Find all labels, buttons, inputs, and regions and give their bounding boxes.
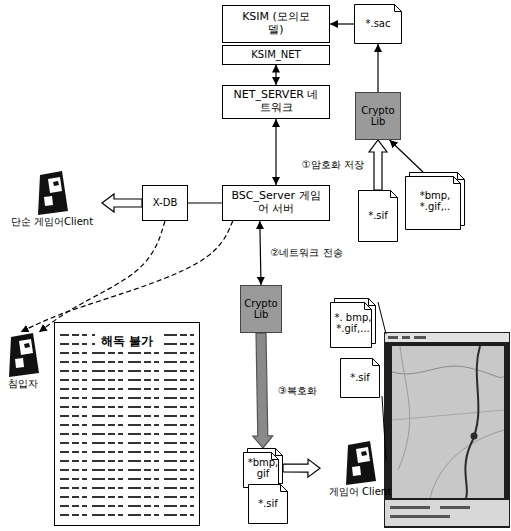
document-stack: *. bmp, *.gif,... xyxy=(330,298,376,348)
connector-path xyxy=(21,221,233,332)
connector xyxy=(260,221,261,285)
crypto-box: Crypto Lib xyxy=(355,92,401,140)
process-box: BSC_Server 게임어 서버 xyxy=(222,185,330,221)
node-label: *.sif xyxy=(258,498,278,510)
process-box: NET_SERVER 네트워크 xyxy=(222,85,330,119)
shape-outline xyxy=(54,322,200,526)
leader-line xyxy=(382,396,386,460)
process-box: X-DB xyxy=(142,185,188,221)
connector xyxy=(39,221,165,332)
document-icon: *.sif xyxy=(248,484,288,524)
node-label: *. bmp, *.gif,... xyxy=(333,312,373,335)
document-icon: *.sif xyxy=(358,190,398,242)
connector-path xyxy=(390,140,424,172)
node-label: *bmp, gif xyxy=(246,457,280,480)
edge-label: ③복호화 xyxy=(276,385,319,397)
node-label: *.sac xyxy=(365,18,390,30)
document-stack: *bmp, *.gif,.. xyxy=(405,172,465,230)
connector-path xyxy=(260,221,261,285)
connector-path xyxy=(253,333,273,448)
node-label: Crypto Lib xyxy=(359,105,397,128)
document-icon: *.sif xyxy=(340,358,380,398)
connector xyxy=(369,140,387,190)
node-label: 단순 게임어Client xyxy=(11,216,93,228)
process-box: KSIM (모의모델) xyxy=(222,5,330,43)
node-label: KSIM (모의모델) xyxy=(236,11,316,36)
connector xyxy=(21,221,233,332)
crypto-box: Crypto Lib xyxy=(240,285,282,333)
connector xyxy=(330,24,354,25)
node-label: 게임어 Client xyxy=(329,486,391,498)
connector-path xyxy=(188,202,222,203)
connector-path xyxy=(102,194,142,212)
connector-path xyxy=(377,44,378,92)
edge-label: ②네트워크 전송 xyxy=(268,247,344,259)
node-label: 침입자 xyxy=(8,378,38,390)
node-label: NET_SERVER 네트워크 xyxy=(231,89,321,114)
connector xyxy=(378,44,379,92)
node-label: Crypto Lib xyxy=(244,298,278,321)
node-label: *.sif xyxy=(368,210,388,222)
node-label: BSC_Server 게임어 서버 xyxy=(231,190,321,215)
connector-path xyxy=(275,65,276,86)
user-icon: 침입자 xyxy=(0,332,46,392)
user-icon: 게임어 Client xyxy=(320,440,400,500)
node-label: *bmp, *.gif,.. xyxy=(410,190,460,213)
node-label: *.sif xyxy=(350,372,370,384)
edge-label: ①암호화 저장 xyxy=(300,159,366,171)
connector-path xyxy=(39,221,165,332)
connector xyxy=(188,203,222,204)
document-stack: *bmp, gif xyxy=(243,448,283,488)
connector xyxy=(276,65,277,86)
user-icon: 단순 게임어Client xyxy=(2,170,102,230)
connector xyxy=(102,194,142,212)
connector xyxy=(283,459,320,477)
node-label: KSIM_NET xyxy=(251,49,300,61)
connector xyxy=(276,119,277,185)
connector-path xyxy=(283,459,320,477)
node-label: 해독 불가 xyxy=(95,334,159,350)
document-icon: *.sac xyxy=(354,4,402,44)
process-box: KSIM_NET xyxy=(222,45,330,65)
connector xyxy=(253,333,273,448)
garbled-document: 해독 불가 xyxy=(54,322,200,526)
connector-path xyxy=(275,119,276,185)
leader-line xyxy=(378,302,386,334)
connector xyxy=(390,140,424,172)
connector-path xyxy=(330,23,354,24)
node-label: X-DB xyxy=(153,197,178,209)
connector-path xyxy=(369,140,387,190)
map-screenshot xyxy=(384,332,510,528)
